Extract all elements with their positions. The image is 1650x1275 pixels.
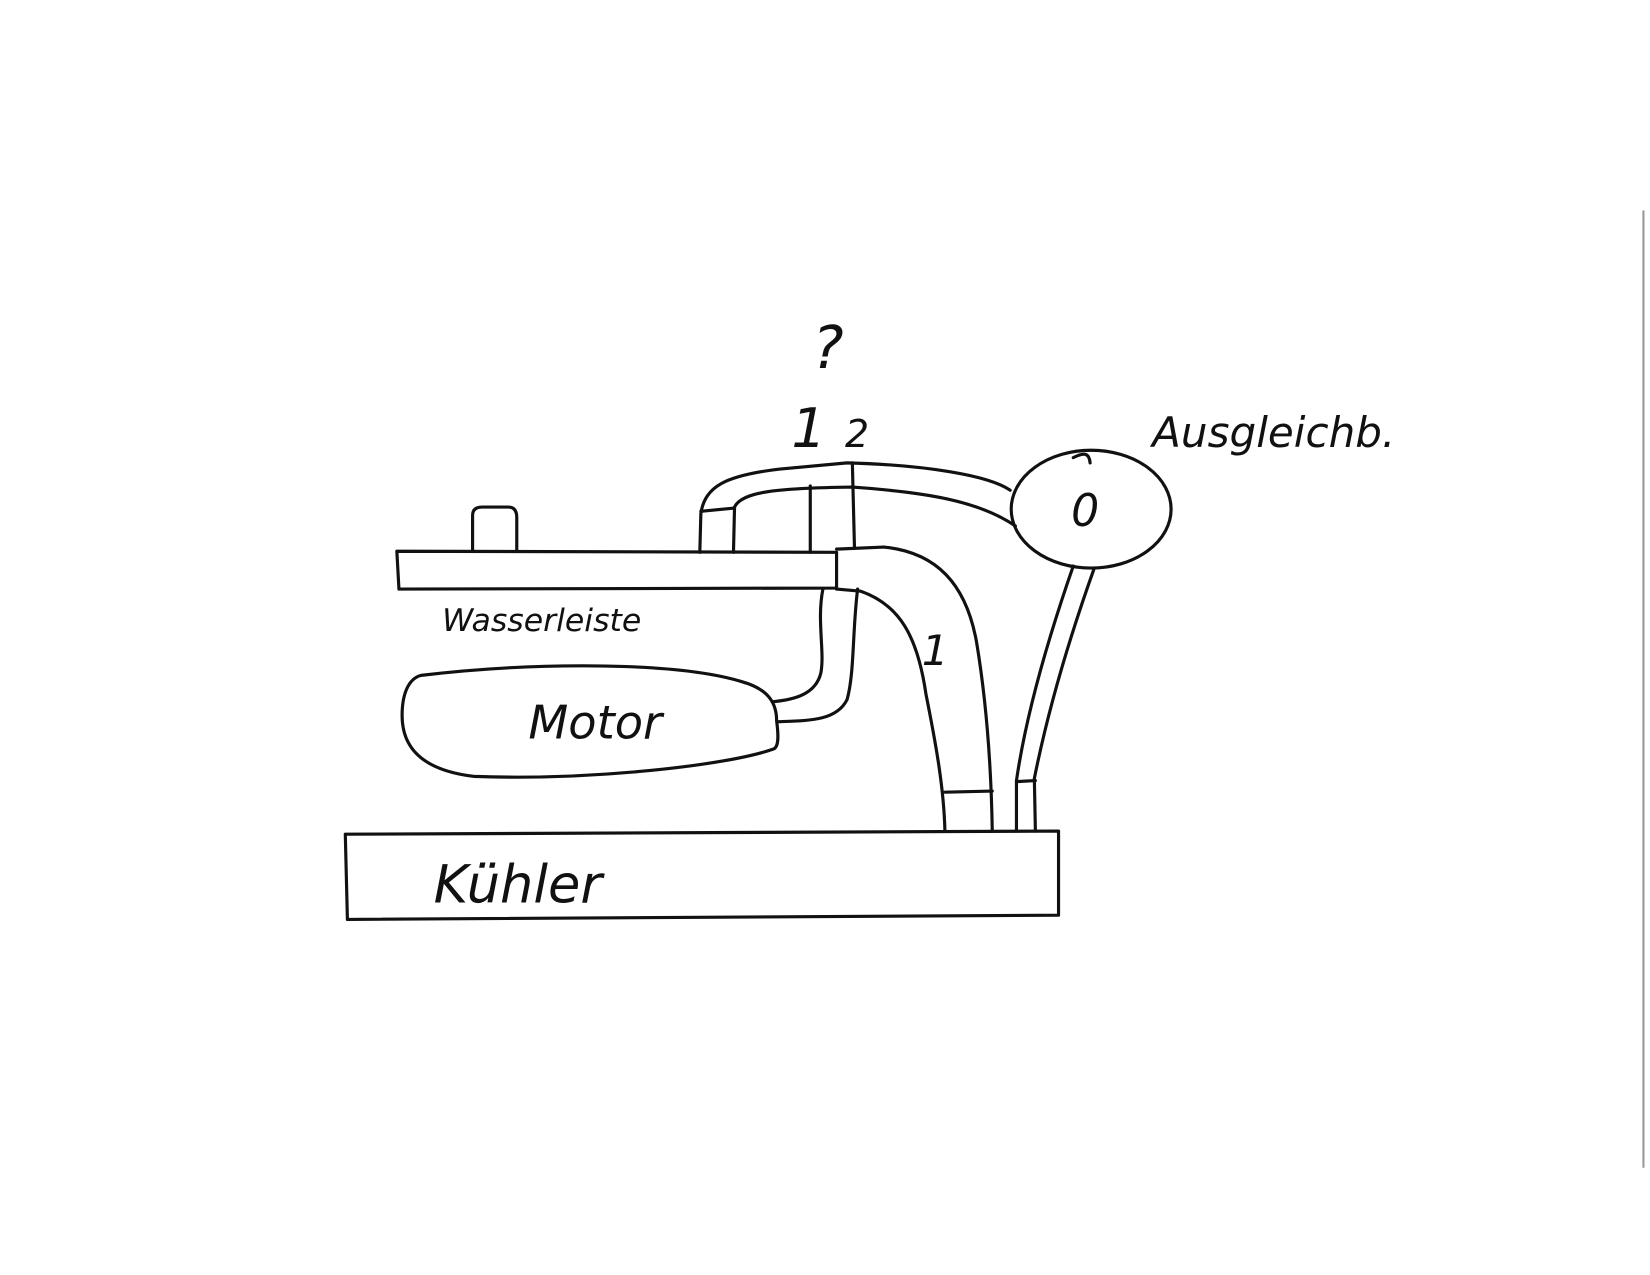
hose-2-upper-label: 2 xyxy=(845,412,869,456)
tank-cap-hook xyxy=(1071,452,1092,465)
expansion-tank-label: Ausgleichb. xyxy=(1149,408,1395,457)
engine-outline xyxy=(400,664,780,779)
hose-1-rail-to-radiator: 1 xyxy=(834,545,994,833)
radiator: Kühler xyxy=(343,829,1061,922)
tank-cap-label: 0 xyxy=(1071,486,1099,537)
water-rail: Wasserleiste xyxy=(395,505,839,639)
hose-1-upper-label: 1 xyxy=(791,396,826,460)
engine: Motor xyxy=(400,664,780,779)
hose-1-lower-label: 1 xyxy=(922,626,949,675)
hose-rail-to-engine xyxy=(771,587,860,724)
water-rail-box xyxy=(395,549,839,591)
question-mark-label: ? xyxy=(812,313,843,382)
water-rail-label: Wasserleiste xyxy=(442,603,641,639)
water-rail-cap xyxy=(471,505,519,553)
hose-rail-to-tank: 1 2 ? xyxy=(698,313,1017,554)
radiator-box xyxy=(343,829,1061,922)
engine-label: Motor xyxy=(528,695,665,749)
hose-2-branch xyxy=(850,461,857,549)
expansion-tank-outline xyxy=(1009,448,1173,570)
radiator-label: Kühler xyxy=(434,855,606,916)
hose-tank-to-radiator xyxy=(1014,564,1096,833)
expansion-tank: 0 Ausgleichb. xyxy=(1009,408,1395,570)
